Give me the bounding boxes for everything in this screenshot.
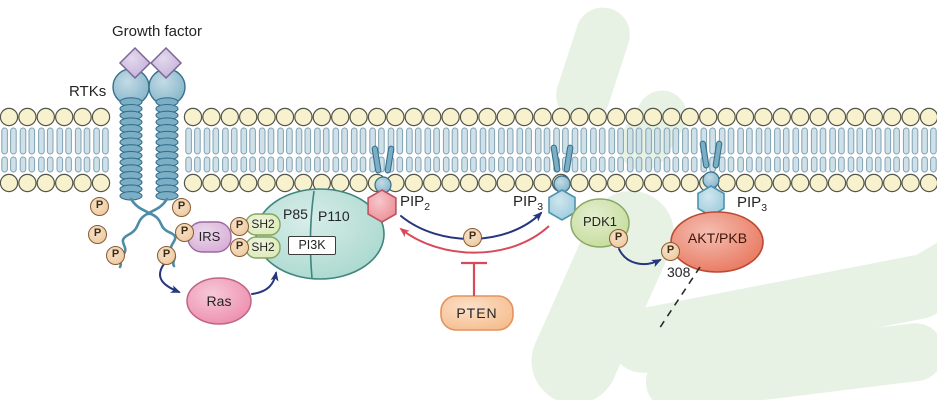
- protein-nodes: [186, 198, 764, 331]
- p85-label: P85: [283, 206, 308, 222]
- phospho-badge: P: [90, 197, 109, 216]
- sh2-top-label: SH2: [251, 217, 275, 231]
- pip3-label-middle: PIP3: [513, 193, 544, 213]
- growth-factor-label: Growth factor: [111, 23, 203, 40]
- phospho-badge: P: [172, 198, 191, 217]
- phospho-badge: P: [106, 246, 125, 265]
- arrow-ras-to-pi3k: [251, 271, 279, 295]
- p110-label: P110: [318, 208, 350, 224]
- phospho-badge: P: [88, 225, 107, 244]
- ras-label: Ras: [206, 293, 232, 309]
- arrow-rtk-to-ras: [159, 263, 181, 293]
- cell-membrane: [0, 107, 937, 193]
- arrow-pip3-to-pip2: [399, 225, 550, 254]
- rtks-label: RTKs: [69, 83, 107, 100]
- pten-label: PTEN: [456, 305, 498, 321]
- phospho-badge: P: [175, 223, 194, 242]
- pip2-hexagon: [367, 189, 397, 223]
- phospho-badge: P: [463, 228, 482, 247]
- phospho-badge: P: [230, 217, 249, 236]
- pdk1-label: PDK1: [583, 214, 617, 229]
- growth-factor-molecule: [118, 46, 152, 80]
- pip-lipid-anchor: [371, 145, 395, 194]
- growth-factor-molecule: [149, 46, 183, 80]
- pip2-label: PIP2: [400, 193, 431, 213]
- ras-node: [186, 277, 252, 325]
- phospho-badge: P: [609, 229, 628, 248]
- akt-pkb-label: AKT/PKB: [687, 230, 748, 246]
- phospho-badge: P: [230, 238, 249, 257]
- sh2-bottom-label: SH2: [251, 240, 275, 254]
- pip3-hexagon-middle: [548, 189, 576, 221]
- phospho-badge: P: [661, 242, 680, 261]
- irs-label: IRS: [198, 229, 221, 244]
- arrow-pdk1-to-akt: [618, 248, 662, 268]
- pten-node: [440, 295, 514, 331]
- pip3-label-right: PIP3: [737, 194, 768, 214]
- watermark: [531, 7, 937, 400]
- pip-lipid-anchor: [550, 144, 574, 193]
- rtk-receptor: [112, 46, 186, 269]
- phospho-badge: P: [157, 246, 176, 265]
- pi3k-label-box: PI3K: [288, 236, 336, 255]
- thr308-label: 308: [667, 264, 691, 280]
